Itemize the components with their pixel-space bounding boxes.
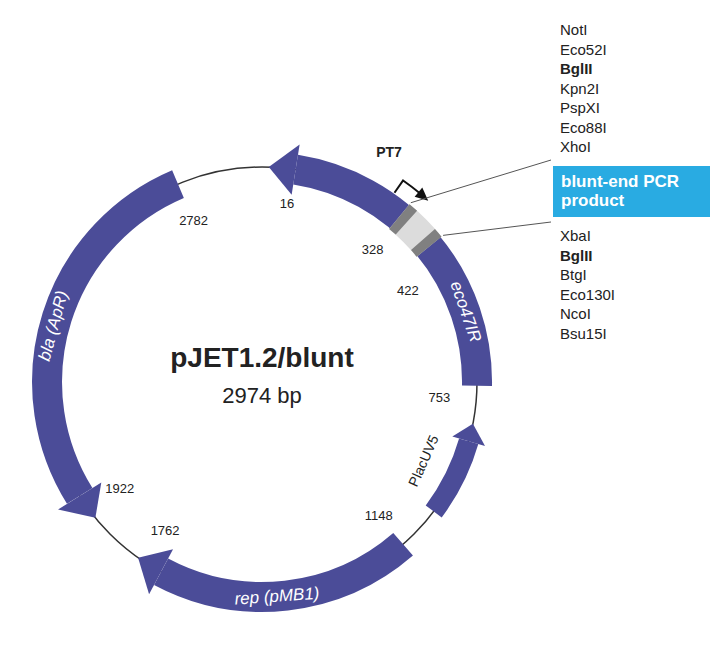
position-number: 1922 — [105, 482, 134, 496]
t7-promoter-arrowhead — [415, 188, 429, 201]
cloning-site-end — [423, 240, 429, 247]
position-number: 328 — [362, 243, 384, 257]
position-number: 753 — [428, 390, 450, 404]
bla-gene-arrow-head — [58, 482, 101, 517]
restriction-site: NcoI — [560, 306, 591, 323]
plasmid-backbone — [47, 167, 477, 597]
cloning-site-box — [399, 217, 429, 247]
placuv5-promoter-arrow — [434, 441, 469, 511]
position-number: 1148 — [365, 509, 393, 523]
eco47ir-gene-arrow-head — [269, 144, 300, 194]
zoom-line — [411, 160, 551, 203]
restriction-site: XbaI — [560, 228, 591, 245]
zoom-line — [443, 222, 551, 235]
restriction-site: NotI — [560, 22, 588, 39]
position-number: 422 — [397, 284, 419, 298]
placuv5-promoter-arrow-head — [452, 424, 485, 446]
rep-origin-arrow-head — [138, 549, 173, 594]
restriction-site: PspXI — [560, 100, 600, 117]
promoter-label: PlacUV5 — [406, 433, 442, 489]
t7-promoter-arrow — [394, 180, 420, 193]
position-number: 1762 — [151, 524, 180, 538]
restriction-site: BtgI — [560, 267, 587, 284]
restriction-site: Eco88I — [560, 120, 607, 137]
promoter-label: PT7 — [376, 145, 402, 160]
plasmid-size: 2974 bp — [222, 384, 302, 408]
position-number: 16 — [280, 197, 294, 211]
position-number: 2782 — [179, 214, 208, 228]
cloning-site-end — [399, 217, 406, 223]
restriction-site: XhoI — [560, 139, 591, 156]
insert-label: blunt-end PCR product — [553, 166, 710, 217]
bla-gene-arrow — [47, 184, 178, 496]
insert-box: blunt-end PCR product — [553, 166, 710, 217]
restriction-site: Kpn2I — [560, 81, 599, 98]
restriction-site: BglII — [560, 248, 593, 265]
restriction-site: Eco52I — [560, 42, 607, 59]
restriction-site: BglII — [560, 61, 593, 78]
restriction-site: Bsu15I — [560, 326, 607, 343]
plasmid-name: pJET1.2/blunt — [170, 343, 354, 374]
restriction-site: Eco130I — [560, 287, 615, 304]
